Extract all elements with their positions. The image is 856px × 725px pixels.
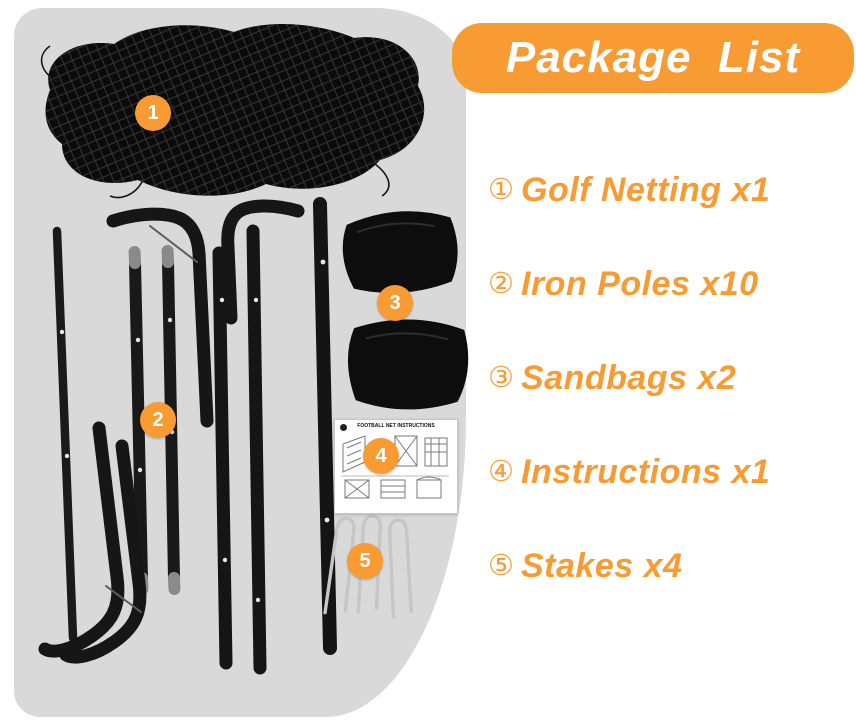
photo-badge-3: 3 [377, 285, 413, 321]
photo-badge-2: 2 [140, 402, 176, 438]
badge-number: 2 [152, 408, 164, 431]
golf-net-photo [22, 12, 434, 209]
package-item-label: Instructions x1 [521, 452, 771, 491]
sandbag-photo-1 [342, 211, 458, 293]
badge-number: 3 [389, 291, 401, 314]
iron-poles-photo [38, 197, 337, 675]
package-item-label: Sandbags x2 [521, 358, 737, 397]
package-item-stakes: ⑤ Stakes x4 [488, 543, 682, 589]
package-item-instructions: ④ Instructions x1 [488, 449, 770, 495]
instruction-sheet-photo: FOOTBALL NET INSTRUCTIONS [334, 419, 458, 514]
package-item-iron-poles: ② Iron Poles x10 [488, 261, 759, 307]
golf-net-graphic [40, 24, 425, 199]
package-item-label: Iron Poles x10 [521, 264, 759, 303]
circled-number-icon: ② [488, 267, 514, 300]
photo-badge-1: 1 [135, 95, 171, 131]
circled-number-icon: ④ [488, 455, 514, 488]
instruction-sheet-title: FOOTBALL NET INSTRUCTIONS [357, 423, 435, 429]
poles-group [38, 197, 337, 675]
stakes-photo [323, 514, 413, 619]
circled-number-icon: ⑤ [488, 549, 514, 582]
badge-number: 4 [375, 444, 387, 467]
photo-badge-4: 4 [363, 438, 399, 474]
badge-number: 1 [147, 101, 159, 124]
sheet-bullet-icon [340, 424, 347, 431]
circled-number-icon: ① [488, 173, 514, 206]
page-title: Package List [505, 33, 801, 82]
circled-number-icon: ③ [488, 361, 514, 394]
badge-number: 5 [359, 549, 371, 572]
package-item-label: Stakes x4 [521, 546, 683, 585]
package-list-banner: Package List [452, 23, 854, 93]
sandbag-photo-2 [347, 319, 469, 410]
pole-hole-dots [59, 259, 330, 603]
package-item-sandbags: ③ Sandbags x2 [488, 355, 736, 401]
package-item-label: Golf Netting x1 [521, 170, 771, 209]
photo-badge-5: 5 [347, 543, 383, 579]
package-item-golf-netting: ① Golf Netting x1 [488, 167, 770, 213]
